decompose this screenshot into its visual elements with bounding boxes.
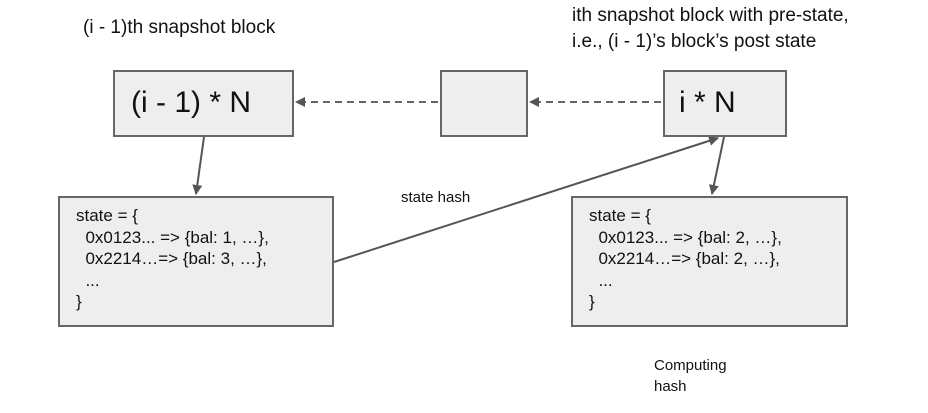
prev-block-label: (i - 1) * N (131, 86, 251, 119)
computing-hash-line1: Computing (654, 357, 727, 374)
prev-block-caption: (i - 1)th snapshot block (83, 17, 276, 38)
prev-state-line-2: 0x2214…=> {bal: 3, …}, (76, 249, 267, 268)
curr-state-line-2: 0x2214…=> {bal: 2, …}, (589, 249, 780, 268)
computing-hash-line2: hash (654, 378, 687, 395)
curr-state-line-3: ... (589, 270, 613, 290)
curr-state-node: state = { 0x0123... => {bal: 2, …}, 0x22… (571, 196, 848, 327)
edge-curr-block-to-curr-state (708, 136, 725, 195)
prev-block-node: (i - 1) * N (113, 70, 294, 137)
prev-state-line-1: 0x0123... => {bal: 1, …}, (76, 227, 269, 247)
curr-block-caption-line2: i.e., (i - 1)’s block’s post state (572, 31, 817, 52)
prev-state-line-0: state = { (76, 206, 138, 225)
edge-state-hash (333, 136, 719, 263)
prev-state-line-3: ... (76, 270, 100, 290)
curr-state-line-1: 0x0123... => {bal: 2, …}, (589, 227, 782, 247)
curr-block-caption-line1: ith snapshot block with pre-state, (572, 5, 849, 26)
curr-block-label: i * N (679, 86, 736, 119)
curr-block-node: i * N (663, 70, 787, 137)
state-hash-label: state hash (401, 189, 471, 206)
curr-state-line-0: state = { (589, 206, 651, 225)
edge-prev-block-to-prev-state (192, 136, 205, 195)
prev-state-line-4: } (76, 292, 82, 311)
curr-state-line-4: } (589, 292, 595, 311)
prev-state-node: state = { 0x0123... => {bal: 1, …}, 0x22… (58, 196, 334, 327)
middle-block-node (440, 70, 528, 137)
